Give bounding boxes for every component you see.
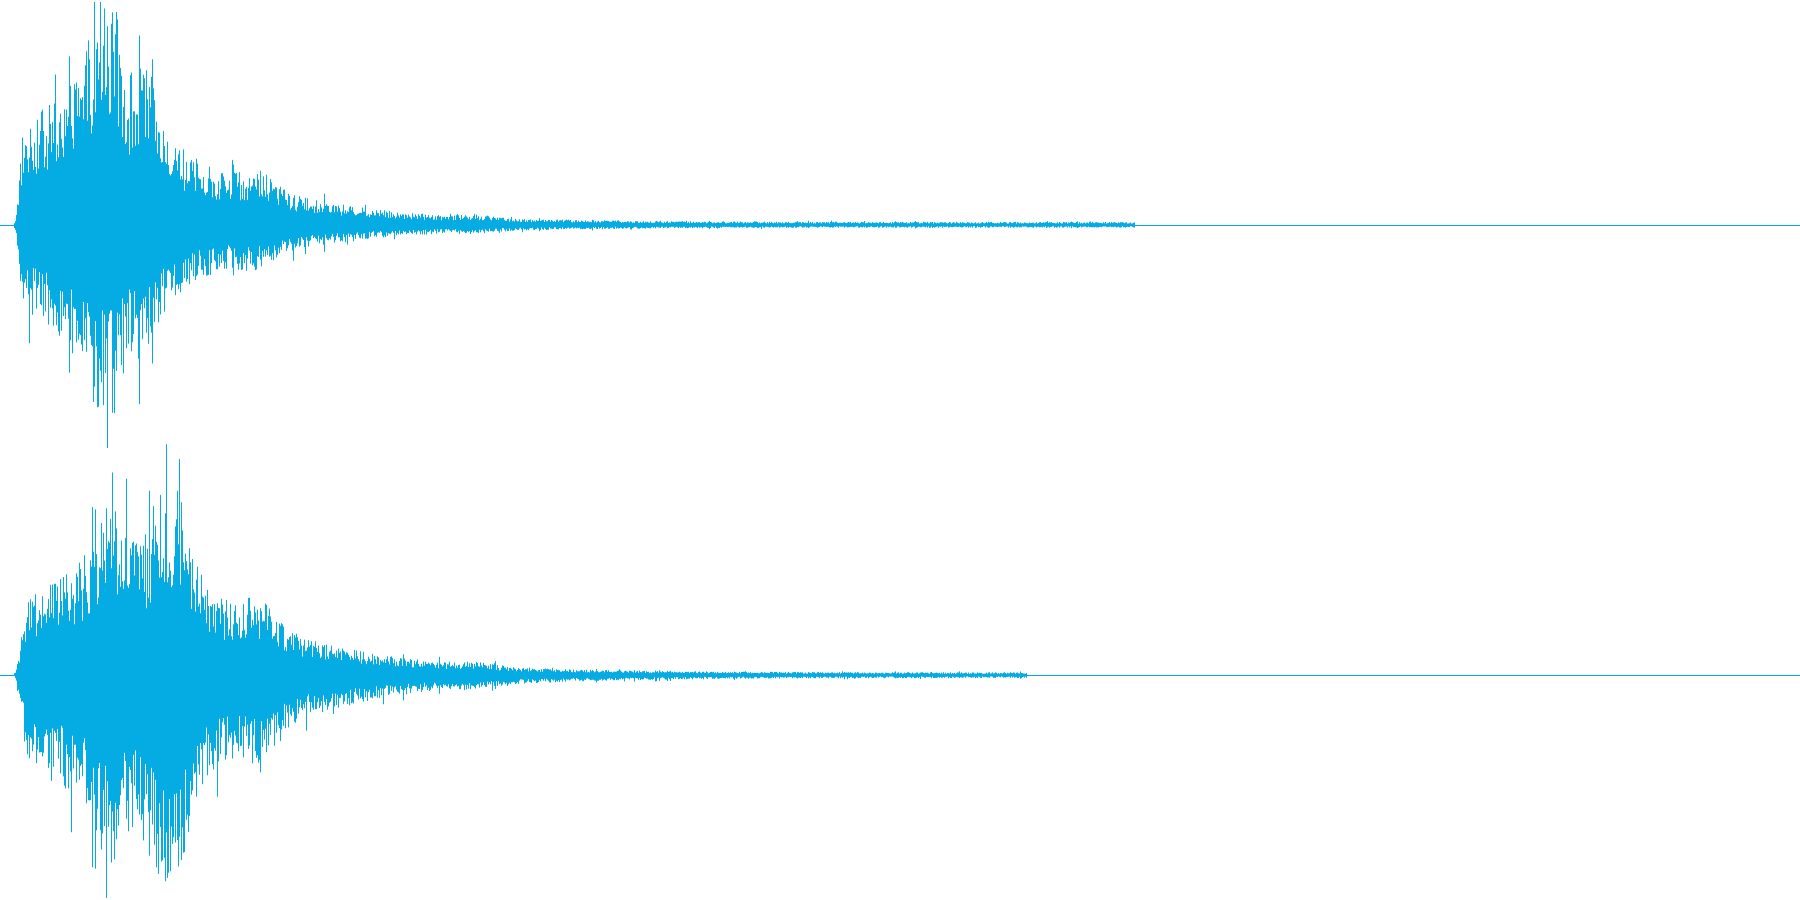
channel-1-signal <box>14 2 1135 448</box>
channel-2-waveform <box>0 444 1800 898</box>
channel-1-waveform <box>0 2 1800 448</box>
channel-2-signal <box>14 444 1027 898</box>
